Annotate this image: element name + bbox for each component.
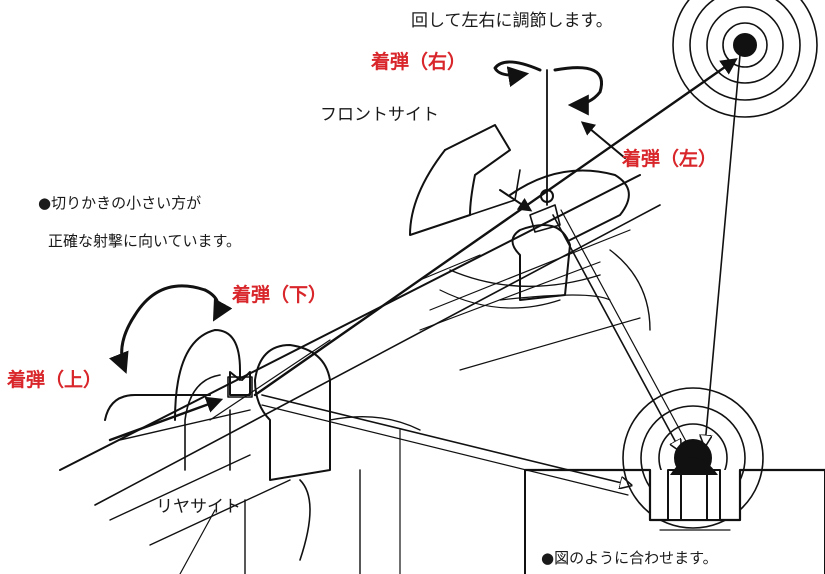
front-sight-label: フロントサイト (320, 105, 439, 125)
impact-left-label: 着弾（左） (622, 148, 718, 170)
adjust-instruction: 回して左右に調節します。 (411, 11, 613, 31)
rotate-arrow-rear (109, 284, 207, 374)
alignment-note: ●図のように合わせます。 (541, 549, 718, 567)
front-sight-to-inset-arrow (552, 214, 680, 450)
rear-to-front-pointer (499, 189, 533, 212)
impact-down-label: 着弾（下） (232, 284, 328, 306)
alignment-inset (523, 387, 825, 574)
front-sight (409, 69, 630, 309)
notch-note-line1: ●切りかきの小さい方が (38, 194, 202, 212)
rear-sight-label: リヤサイト (156, 497, 241, 517)
impact-left-pointer (580, 121, 626, 159)
sight-line-arrow (253, 58, 738, 397)
rotate-arrow-rear-return (203, 288, 233, 322)
target-to-inset-line (705, 54, 741, 445)
rotate-arrow-front (493, 60, 542, 88)
rear-sight (104, 329, 421, 481)
notch-note-line2: 正確な射撃に向いています。 (48, 232, 242, 250)
target-bullseye (672, 0, 818, 118)
sight-line-arrow-lower (108, 396, 224, 442)
impact-up-label: 着弾（上） (7, 369, 103, 391)
rotate-arrow-front-return (553, 66, 603, 116)
impact-right-label: 着弾（右） (371, 51, 467, 73)
